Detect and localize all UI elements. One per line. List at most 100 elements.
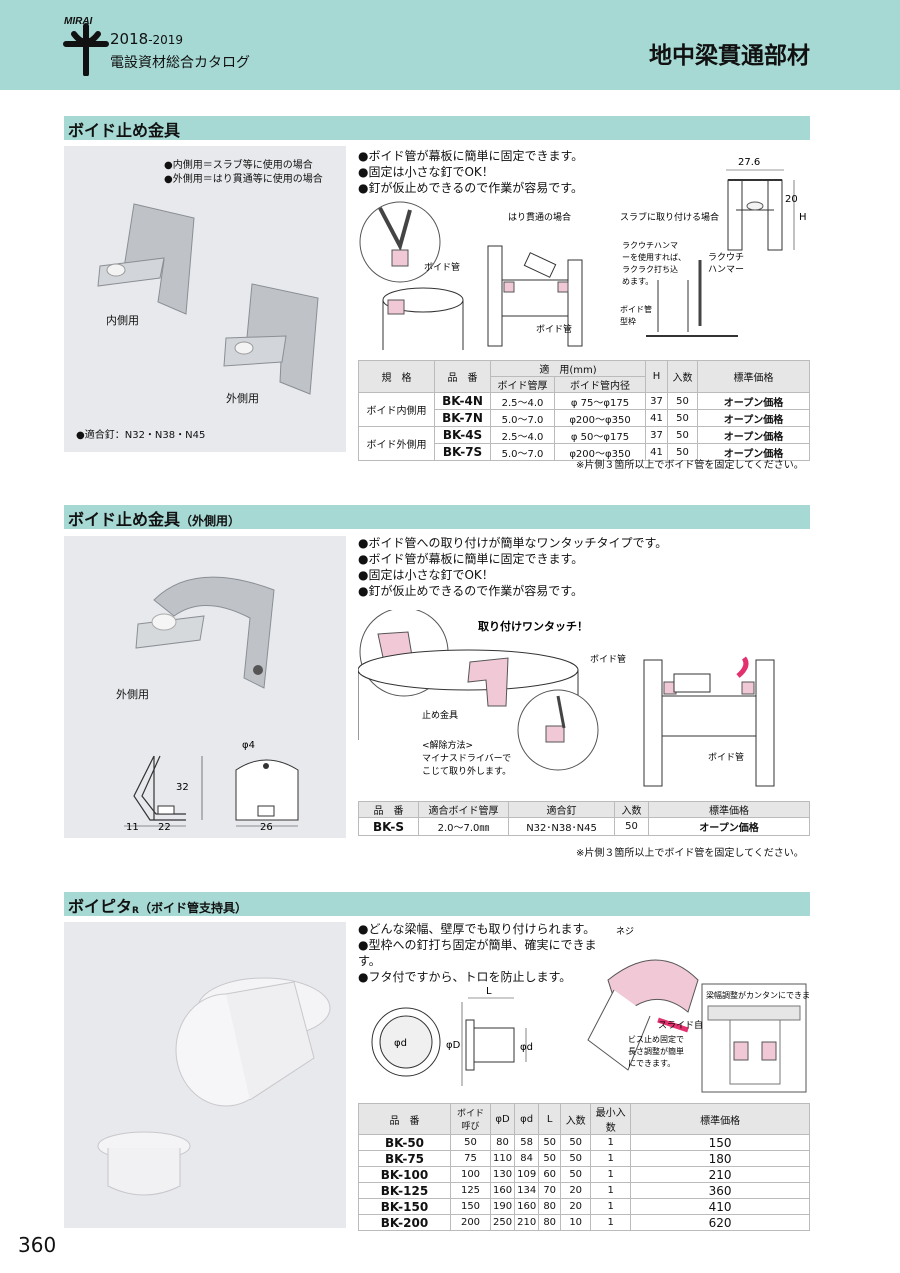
section-title: ボイド止め金具 xyxy=(68,121,181,140)
svg-text:L: L xyxy=(486,986,492,997)
svg-text:20: 20 xyxy=(785,194,798,205)
th-d: φd xyxy=(514,1103,540,1135)
cell-void: 125 xyxy=(450,1182,491,1199)
svg-text:27.6: 27.6 xyxy=(738,157,760,168)
clip-outer-image xyxy=(135,576,275,689)
th-D: φD xyxy=(489,1103,516,1135)
table-row: ボイド内側用 BK-4N 2.5〜4.0 φ 75〜φ175 37 50 オープ… xyxy=(358,392,810,427)
cell-void: 200 xyxy=(450,1214,491,1231)
page-title: 地中梁貫通部材 xyxy=(649,43,810,69)
section-title: ボイピタR（ボイド管支持具） xyxy=(68,897,247,916)
svg-text:ビス止め固定で: ビス止め固定で xyxy=(628,1034,684,1044)
th-thk: ボイド管厚 xyxy=(490,376,555,393)
th-part: 品 番 xyxy=(358,1103,451,1135)
svg-text:こじて取り外します。: こじて取り外します。 xyxy=(422,765,511,777)
spec-table-s2: 品 番 適合ボイド管厚 適合釘 入数 標準価格 BK-S 2.0〜7.0㎜ N3… xyxy=(358,801,810,836)
svg-text:ボイド管: ボイド管 xyxy=(590,653,626,665)
cell-price: 360 xyxy=(630,1182,810,1199)
cell-min: 1 xyxy=(590,1182,632,1199)
cell-D: 130 xyxy=(489,1166,516,1183)
table-row: BK-S 2.0〜7.0㎜ N32･N38･N45 50 オープン価格 xyxy=(358,817,810,836)
cell-L: 60 xyxy=(538,1166,562,1183)
mirai-logo-icon: MIRAI xyxy=(63,16,109,76)
cell-qty: 50 xyxy=(560,1166,592,1183)
th-part: 品 番 xyxy=(434,360,491,393)
cell-price: 410 xyxy=(630,1198,810,1215)
install-diagram-s2: 取り付けワンタッチ！ ボイド管 止め金具 <解除方法> マイナスドライバーで こ… xyxy=(358,610,775,787)
th-price: 標準価格 xyxy=(697,360,810,393)
svg-text:めます。: めます。 xyxy=(622,277,653,286)
table-row: BK-50 50 80 58 50 50 1 150 xyxy=(358,1134,810,1151)
label-outer: 外側用 xyxy=(116,688,149,701)
table-row: BK-125 125 160 134 70 20 1 360 xyxy=(358,1182,810,1199)
feature-item: ●ボイド管が幕板に簡単に固定できます。 xyxy=(358,552,584,566)
svg-text:H: H xyxy=(799,212,807,223)
th-qty: 入数 xyxy=(667,360,698,393)
clip-outer-image xyxy=(223,283,319,395)
cell-void: 50 xyxy=(450,1134,491,1151)
page-number: 360 xyxy=(18,1233,57,1257)
svg-text:長さ調整が簡単: 長さ調整が簡単 xyxy=(628,1046,684,1056)
cell-dia: φ200〜φ350 xyxy=(554,409,646,427)
cell-part: BK-7S xyxy=(434,443,491,461)
cell-min: 1 xyxy=(590,1150,632,1167)
svg-text:ネジ: ネジ xyxy=(616,926,634,937)
boipita-small-image xyxy=(97,1131,191,1196)
cell-price: オープン価格 xyxy=(697,443,810,461)
cell-price: 210 xyxy=(630,1166,810,1183)
clip-inner-image xyxy=(97,203,195,315)
cell-h: 41 xyxy=(645,409,668,427)
cell-min: 1 xyxy=(590,1166,632,1183)
cell-d: 134 xyxy=(514,1182,540,1199)
cell-h: 37 xyxy=(645,392,668,410)
feature-item: ●固定は小さな釘でOK！ xyxy=(358,568,494,582)
legend-inner: ●内側用＝スラブ等に使用の場合 xyxy=(164,160,313,171)
cell-dia: φ 50〜φ175 xyxy=(554,426,646,444)
cell-qty: 10 xyxy=(560,1214,592,1231)
cell-price: オープン価格 xyxy=(697,392,810,410)
th-spec: 規 格 xyxy=(358,360,435,393)
th-qty: 入数 xyxy=(614,801,649,818)
cell-h: 37 xyxy=(645,426,668,444)
feature-item: ●釘が仮止めできるので作業が容易です。 xyxy=(358,584,584,598)
th-min: 最小入数 xyxy=(590,1103,632,1135)
svg-text:φd: φd xyxy=(520,1042,533,1053)
cell-void: 75 xyxy=(450,1150,491,1167)
section-bar-void-clip: ボイド止め金具 xyxy=(64,116,810,140)
cell-qty: 50 xyxy=(667,392,698,410)
section-title: ボイド止め金具（外側用） xyxy=(68,510,241,529)
th-nail: 適合釘 xyxy=(508,801,615,818)
features-s1: ●ボイド管が幕板に簡単に固定できます。 ●固定は小さな釘でOK！ ●釘が仮止めで… xyxy=(358,148,583,196)
cell-L: 80 xyxy=(538,1198,562,1215)
feature-item: ●フタ付ですから、トロを防止します。 xyxy=(358,970,572,984)
cell-D: 160 xyxy=(489,1182,516,1199)
cell-part: BK-7N xyxy=(434,409,491,427)
label-outer: 外側用 xyxy=(226,392,259,405)
cell-qty: 50 xyxy=(667,426,698,444)
cell-L: 50 xyxy=(538,1134,562,1151)
svg-text:MIRAI: MIRAI xyxy=(64,16,93,27)
cell-price: オープン価格 xyxy=(648,817,810,836)
cell-qty: 20 xyxy=(560,1182,592,1199)
table-row: BK-100 100 130 109 60 50 1 210 xyxy=(358,1166,810,1183)
cell-price: オープン価格 xyxy=(697,426,810,444)
svg-text:ラクウチ: ラクウチ xyxy=(708,252,744,263)
cell-qty: 50 xyxy=(614,817,649,836)
table-row: ボイド外側用 BK-4S 2.5〜4.0 φ 50〜φ175 37 50 オープ… xyxy=(358,426,810,461)
feature-item: ●釘が仮止めできるので作業が容易です。 xyxy=(358,181,584,195)
cell-part: BK-100 xyxy=(358,1166,451,1183)
svg-text:<解除方法>: <解除方法> xyxy=(422,739,473,751)
install-diagram-s1: ボイド管 はり貫通の場合 ボイド管 スラブに取り付ける場合 ラクウチハンマ ーを… xyxy=(359,157,807,350)
cell-price: 150 xyxy=(630,1134,810,1151)
svg-text:26: 26 xyxy=(260,822,273,832)
th-qty: 入数 xyxy=(560,1103,592,1135)
cell-qty: 20 xyxy=(560,1198,592,1215)
svg-text:ボイド管: ボイド管 xyxy=(536,323,572,335)
cell-price: オープン価格 xyxy=(697,409,810,427)
cell-d: 84 xyxy=(514,1150,540,1167)
cell-min: 1 xyxy=(590,1198,632,1215)
cell-void: 100 xyxy=(450,1166,491,1183)
th-price: 標準価格 xyxy=(648,801,810,818)
cell-L: 70 xyxy=(538,1182,562,1199)
svg-text:11: 11 xyxy=(126,822,139,832)
